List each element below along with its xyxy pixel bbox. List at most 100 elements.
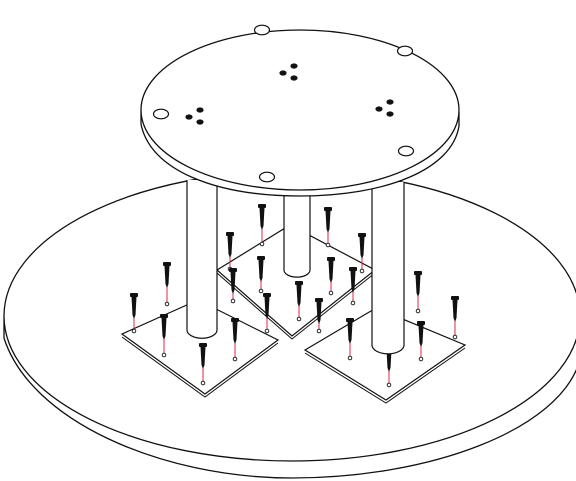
screw-hole xyxy=(350,300,356,306)
screw-shank xyxy=(232,322,238,344)
screw-shank xyxy=(386,350,392,372)
screw-hole xyxy=(131,328,137,334)
screw-head xyxy=(315,298,323,302)
screw-hole xyxy=(185,114,193,120)
leg xyxy=(186,180,218,339)
screw-shank xyxy=(418,325,424,347)
screw-hole xyxy=(359,268,365,274)
screw xyxy=(295,281,303,322)
top-plate xyxy=(140,24,460,197)
screw-hole xyxy=(164,301,170,307)
screw xyxy=(414,271,422,314)
screw-hole xyxy=(161,352,167,358)
mounting-hole xyxy=(258,171,276,183)
screw-shank xyxy=(452,300,458,322)
screw xyxy=(160,314,168,358)
screw-head xyxy=(295,281,303,285)
mounting-plate-edge xyxy=(216,272,376,340)
screw-hole xyxy=(316,328,322,334)
screw xyxy=(199,343,207,386)
screw xyxy=(346,318,354,361)
screw-head xyxy=(417,321,425,325)
screw-hole xyxy=(418,356,424,362)
screw-hole xyxy=(259,241,265,247)
screw xyxy=(451,296,459,340)
screw-hole xyxy=(290,63,298,69)
screw xyxy=(257,256,265,294)
screw-shank xyxy=(359,237,365,259)
mounting-hole xyxy=(397,145,415,157)
mounting-plate-edge xyxy=(304,347,466,404)
screw xyxy=(229,268,237,304)
top-plate-face xyxy=(140,29,460,191)
mounting-plate-edge xyxy=(121,336,279,398)
screw-shank xyxy=(131,297,137,319)
screw xyxy=(258,204,266,247)
screw-hole xyxy=(279,70,287,76)
screw-hole xyxy=(258,288,264,294)
screw-hole xyxy=(415,308,421,314)
screw-head xyxy=(231,318,239,322)
screw-shank xyxy=(200,347,206,369)
screw-shank xyxy=(227,236,233,258)
screw-hole xyxy=(328,290,334,296)
screw xyxy=(231,318,239,362)
legs xyxy=(186,180,405,355)
screw xyxy=(358,233,366,274)
screw-head xyxy=(451,296,459,300)
screw-hole xyxy=(386,382,392,388)
screw-shank xyxy=(350,271,356,293)
screw-head xyxy=(346,318,354,322)
screw-hole xyxy=(347,355,353,361)
screw-hole-cluster xyxy=(279,63,298,81)
screw xyxy=(324,207,332,248)
screw-head xyxy=(199,343,207,347)
screw-hole-cluster xyxy=(375,99,394,117)
screw-hole xyxy=(264,328,270,334)
screw-shank xyxy=(296,285,302,307)
leg xyxy=(283,190,311,278)
screw-shank xyxy=(328,261,334,283)
screw-shank xyxy=(264,297,270,319)
screw-head xyxy=(229,268,237,272)
leg xyxy=(371,182,405,355)
mounting-hole xyxy=(253,24,271,36)
screw-hole xyxy=(325,242,331,248)
screw-head xyxy=(130,293,138,297)
screw-shank xyxy=(316,302,322,324)
screw xyxy=(263,293,271,334)
mounting-hole xyxy=(396,45,414,57)
screw-head xyxy=(226,232,234,236)
screw-hole xyxy=(375,106,383,112)
screw-head xyxy=(258,204,266,208)
screw-head xyxy=(263,293,271,297)
screws xyxy=(130,204,459,388)
screw-shank xyxy=(259,208,265,230)
screw-shank xyxy=(230,272,236,294)
screw xyxy=(130,293,138,334)
screw-hole xyxy=(230,298,236,304)
screw-shank xyxy=(347,322,353,344)
screw-shank xyxy=(258,260,264,282)
mounting-hole xyxy=(152,108,170,120)
screw xyxy=(349,267,357,306)
screw-head xyxy=(349,267,357,271)
screw-hole xyxy=(386,99,394,105)
screw-head xyxy=(163,262,171,266)
top-plate-holes xyxy=(152,24,415,183)
screw xyxy=(315,298,323,334)
screw-head xyxy=(327,257,335,261)
screw-shank xyxy=(415,275,421,297)
screw-hole xyxy=(290,75,298,81)
screw-shank xyxy=(164,266,170,288)
screw xyxy=(163,262,171,307)
screw-head xyxy=(160,314,168,318)
screw-hole xyxy=(196,119,204,125)
screw-hole xyxy=(386,111,394,117)
screw-head xyxy=(358,233,366,237)
screw-shank xyxy=(161,318,167,340)
screw-shank xyxy=(325,211,331,233)
screw-hole xyxy=(452,334,458,340)
